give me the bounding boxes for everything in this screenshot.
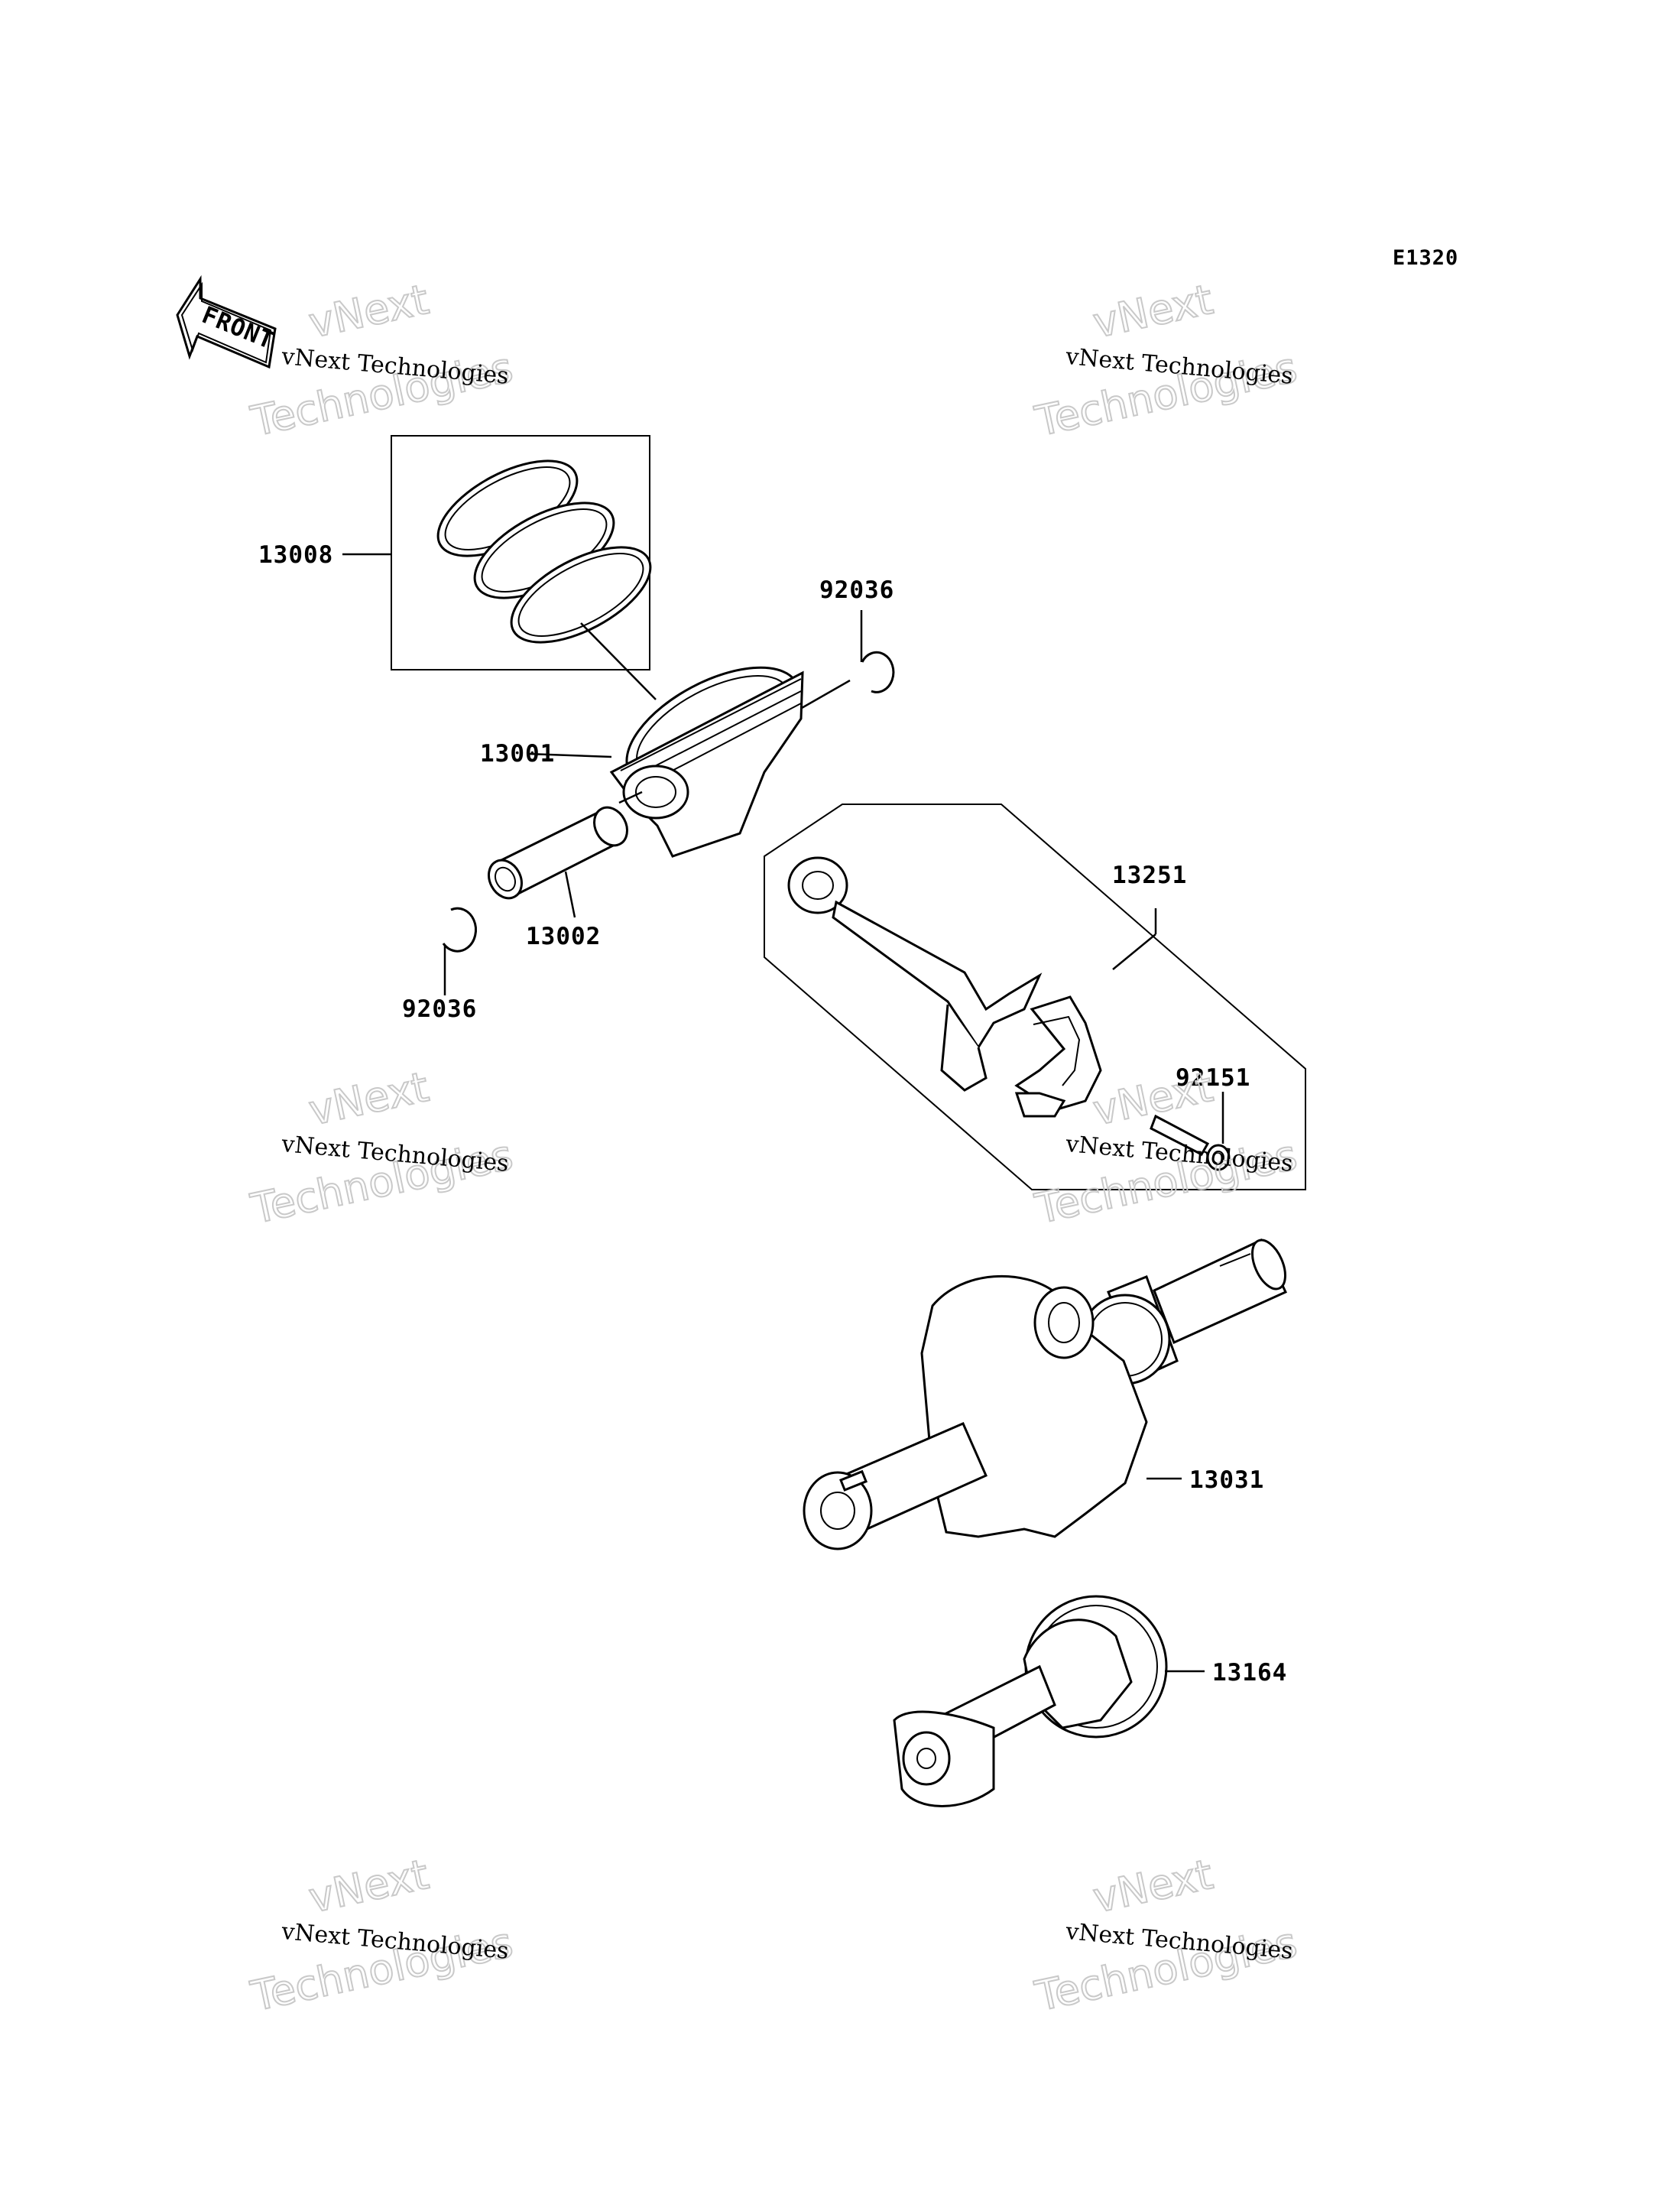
- part-label-13251: 13251: [1112, 862, 1187, 889]
- part-label-13002: 13002: [526, 923, 601, 950]
- svg-text:vNext: vNext: [305, 1063, 433, 1135]
- watermark-bottom-right: vNext Technologies vNext Technologies: [1030, 1849, 1302, 2021]
- part-label-13008: 13008: [258, 541, 333, 569]
- diagram-code: E1320: [1393, 246, 1458, 270]
- balancer-shaft: [893, 1595, 1168, 1807]
- part-label-13164: 13164: [1212, 1659, 1287, 1687]
- svg-text:vNext: vNext: [305, 1850, 433, 1922]
- part-label-13001: 13001: [480, 740, 555, 768]
- piston-rings: [391, 435, 652, 670]
- watermark-top-left: vNext Technologies vNext Technologies: [246, 274, 517, 446]
- watermark-bottom-left: vNext Technologies vNext Technologies: [246, 1849, 517, 2021]
- front-arrow-icon: FRONT: [176, 274, 278, 369]
- svg-text:vNext: vNext: [1089, 1850, 1217, 1922]
- watermark-middle-left: vNext Technologies vNext Technologies: [246, 1062, 517, 1234]
- part-label-92036-lower: 92036: [402, 995, 477, 1023]
- piston-pin: [488, 806, 628, 900]
- svg-text:vNext: vNext: [305, 275, 433, 347]
- circlip-lower: [442, 907, 477, 953]
- svg-text:vNext: vNext: [1089, 275, 1217, 347]
- part-label-92036-upper: 92036: [819, 576, 894, 604]
- part-label-13031: 13031: [1189, 1466, 1264, 1494]
- crankshaft: [803, 1239, 1288, 1550]
- connecting-rod: [787, 856, 1102, 1118]
- circlip-upper: [861, 651, 895, 693]
- watermark-top-right: vNext Technologies vNext Technologies: [1030, 274, 1302, 446]
- bolt: [1150, 1114, 1231, 1171]
- piston: [609, 666, 804, 858]
- part-label-92151: 92151: [1176, 1064, 1250, 1092]
